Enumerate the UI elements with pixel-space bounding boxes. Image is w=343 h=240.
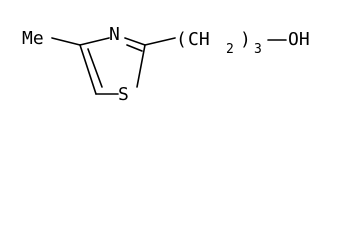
bond-c2-s1 (136, 44, 146, 88)
bond-c2-chain (144, 37, 176, 46)
bond-c4-n3 (79, 37, 110, 46)
bond-methyl-ring (51, 37, 81, 46)
chain-unit-ch: CH (188, 29, 210, 50)
sulfur-atom: S (118, 84, 129, 105)
chain-unit-subscript: 2 (226, 42, 234, 57)
bond-c5-c4 (79, 44, 97, 95)
bond-n3-c2 (124, 37, 146, 46)
methyl-label: Me (22, 28, 44, 49)
chain-repeat-subscript: 3 (254, 42, 262, 57)
bond-c2-n3-double (126, 44, 143, 52)
nitrogen-atom: N (109, 24, 120, 45)
hydroxyl-label: OH (288, 29, 310, 50)
chain-close-paren: ) (240, 29, 251, 50)
bond-c5-c4-double (87, 48, 103, 88)
chemical-structure: Me N S ( CH 2 ) 3 OH (22, 24, 310, 105)
chain-open-paren: ( (176, 29, 187, 50)
